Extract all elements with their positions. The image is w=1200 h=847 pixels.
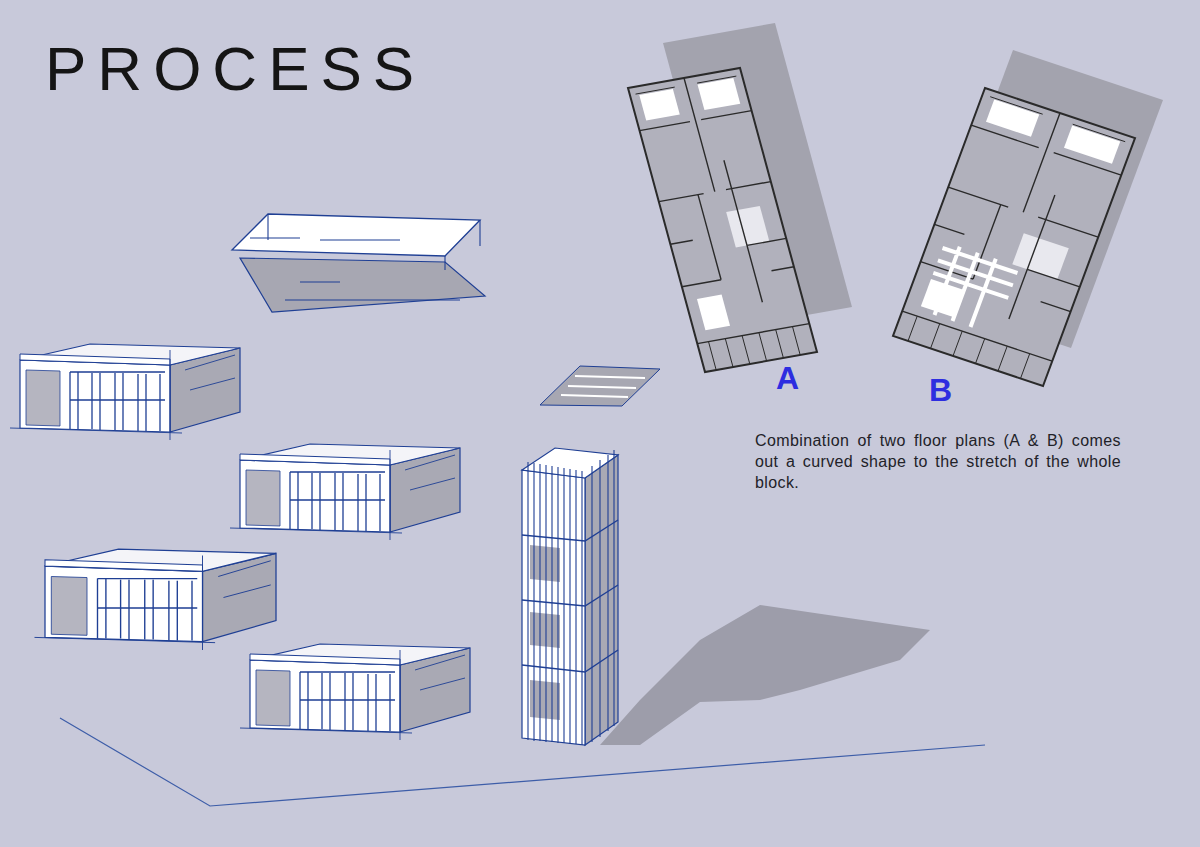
- roof-underside: [240, 258, 485, 312]
- text-holder: A: [776, 362, 799, 394]
- text-holder: Combination of two floor plans (A & B) c…: [755, 430, 1121, 493]
- plan-label: A: [776, 362, 799, 394]
- plan-a: [628, 68, 817, 372]
- floor-module-3: [35, 549, 277, 650]
- page-title: PROCESS: [45, 38, 425, 100]
- roof-lines: [250, 214, 480, 300]
- tower-fins: [528, 450, 614, 745]
- text-holder: B: [929, 374, 952, 406]
- text-holder: PROCESS: [45, 38, 425, 100]
- small-slab: [540, 366, 660, 406]
- floor-module-2: [230, 444, 460, 540]
- tower-side: [585, 455, 618, 745]
- slab-lines: [561, 376, 645, 397]
- roof-slab: [232, 214, 480, 256]
- window-light: [920, 242, 1020, 335]
- floor-module-4: [240, 644, 470, 740]
- caption-text: Combination of two floor plans (A & B) c…: [755, 430, 1121, 493]
- floor-module-1: [10, 344, 240, 440]
- tower-shadow: [600, 605, 930, 745]
- plan-label: B: [929, 374, 952, 406]
- light-grid: [920, 242, 1020, 335]
- plan-b: [893, 88, 1135, 386]
